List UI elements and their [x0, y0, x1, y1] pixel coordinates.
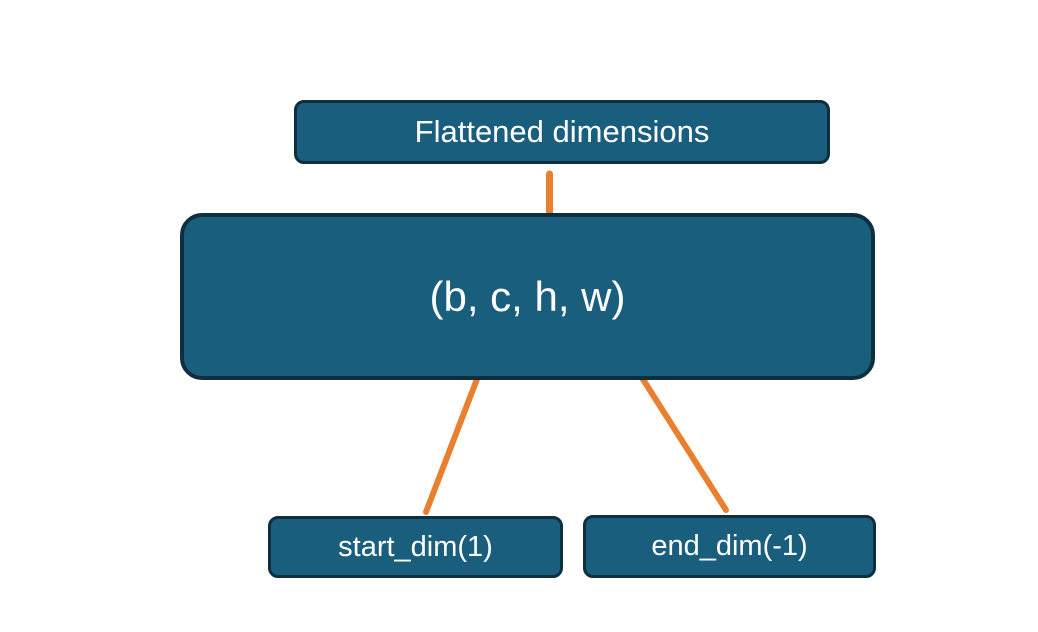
- flattened-dimensions-box: Flattened dimensions: [294, 100, 830, 164]
- flattened-dimensions-label: Flattened dimensions: [414, 114, 710, 149]
- tensor-shape-box: (b, c, h, w): [180, 213, 875, 380]
- end-dim-box: end_dim(-1): [583, 515, 876, 578]
- start-dim-label: start_dim(1): [338, 530, 493, 563]
- end-dim-label: end_dim(-1): [651, 530, 808, 562]
- start-dim-box: start_dim(1): [268, 516, 563, 578]
- tensor-shape-label: (b, c, h, w): [429, 272, 626, 320]
